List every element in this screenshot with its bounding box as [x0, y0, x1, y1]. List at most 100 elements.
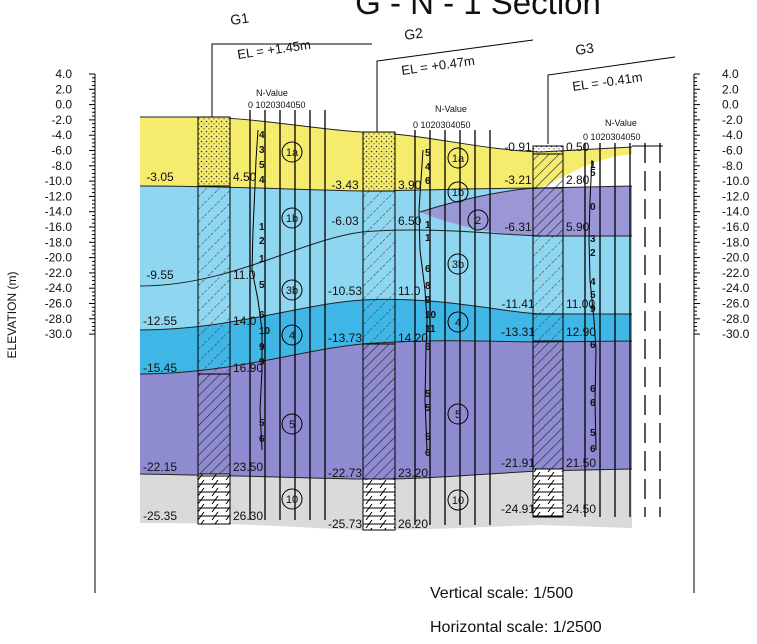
borehole-g1: G1 EL = +1.45m N-Value 0 1020304050	[197, 9, 372, 525]
layer-label-ring	[467, 209, 489, 231]
top-elevation-label: -15.45	[143, 361, 177, 375]
top-elevation-label: -10.53	[328, 284, 362, 298]
borehole-g2: G2 EL = +0.47m N-Value 0 1020304050	[362, 24, 534, 531]
nvalue-number: 5	[425, 432, 431, 443]
left-tick-label: -24.0	[45, 281, 73, 295]
right-tick-label: -2.0	[722, 113, 743, 127]
nvalue-number: 6	[425, 448, 431, 459]
nvalue-number: 0	[590, 202, 596, 213]
left-tick-label: -14.0	[45, 205, 73, 219]
g1-left-labels: -3.05-9.55-12.55-15.45-22.15-25.35	[143, 170, 177, 523]
vertical-scale-note: Vertical scale: 1/500	[430, 585, 573, 602]
layer-label-ring	[281, 413, 303, 435]
nvalue-number: 5	[259, 280, 265, 291]
nvalue-number: 1	[590, 160, 596, 171]
left-tick-label: -4.0	[51, 128, 72, 142]
nvalue-number: 5	[425, 148, 431, 159]
hatch-fill	[197, 185, 231, 375]
nvalue-number: 6	[590, 384, 596, 395]
nvalue-number: 9	[259, 342, 265, 353]
right-tick-label: -10.0	[722, 174, 750, 188]
left-tick-label: -22.0	[45, 266, 73, 280]
right-tick-label: 0.0	[722, 98, 739, 112]
left-tick-label: -2.0	[51, 113, 72, 127]
borehole-name: G2	[403, 24, 424, 42]
hatch-fill	[362, 131, 396, 192]
left-tick-label: 2.0	[55, 82, 72, 96]
nvalue-number: 2	[259, 236, 265, 247]
boundary-line	[139, 468, 633, 480]
depth-label: 0.50	[566, 140, 590, 154]
top-elevation-label: -25.35	[143, 509, 177, 523]
nvalue-number: 5	[425, 403, 431, 414]
nvalue-number: 4	[590, 277, 596, 288]
nvalue-header: N-Value	[605, 118, 637, 128]
nvalue-number: 4	[259, 175, 265, 186]
left-tick-label: -16.0	[45, 220, 73, 234]
nvalue-number: 5	[259, 418, 265, 429]
page-title: G - N - 1 Section	[355, 0, 601, 21]
nvalue-number: 5	[590, 168, 596, 179]
nvalue-curve-g1	[251, 129, 263, 451]
right-tick-label: -8.0	[722, 159, 743, 173]
right-tick-label: -12.0	[722, 189, 750, 203]
nvalue-curve-g2	[418, 149, 428, 451]
nvalue-number: 8	[425, 281, 431, 292]
depth-label: 16.90	[233, 361, 263, 375]
nvalue-number: 4	[425, 162, 431, 173]
layer-label: 3b	[452, 259, 464, 271]
left-tick-label: -28.0	[45, 312, 73, 326]
layer-label: 1a	[452, 153, 465, 165]
borehole-elevation: EL = +1.45m	[236, 37, 311, 62]
nvalue-curves	[251, 129, 597, 451]
hatch-fill	[362, 478, 396, 531]
right-tick-label: -14.0	[722, 205, 750, 219]
right-tick-label: -26.0	[722, 297, 750, 311]
nvalue-grid	[414, 130, 491, 525]
top-elevation-label: -22.15	[143, 460, 177, 474]
horizontal-scale-note: Horizontal scale: 1/2500	[430, 619, 602, 636]
depth-label: 26.30	[233, 509, 263, 523]
layer-label: 2	[475, 215, 481, 227]
layer-label-ring	[447, 181, 469, 203]
top-elevation-label: -6.31	[504, 220, 532, 234]
top-elevation-label: -3.43	[331, 178, 359, 192]
layer-label-ring	[281, 279, 303, 301]
nvalue-number: 9	[590, 304, 596, 315]
right-tick-label: -16.0	[722, 220, 750, 234]
left-tick-label: -18.0	[45, 235, 73, 249]
layer-label-ring	[281, 141, 303, 163]
right-tick-label: 4.0	[722, 67, 739, 81]
nvalue-grid	[249, 110, 326, 520]
top-elevation-label: -22.73	[328, 466, 362, 480]
right-tick-label: -20.0	[722, 251, 750, 265]
depth-label: 24.50	[566, 502, 596, 516]
nvalue-number: 10	[259, 326, 271, 337]
borehole-name: G1	[229, 9, 250, 27]
nvalue-number: 9	[425, 295, 431, 306]
layer-label-ring	[447, 311, 469, 333]
nvalue-ticks: 0 1020304050	[413, 120, 471, 130]
top-elevation-label: -9.55	[146, 268, 174, 282]
layer-label: 1b	[286, 213, 298, 225]
hatch-fill	[532, 145, 564, 155]
right-tick-label: -24.0	[722, 281, 750, 295]
nvalue-number: 6	[425, 342, 431, 353]
right-tick-label: -28.0	[722, 312, 750, 326]
nvalue-number: 5	[425, 389, 431, 400]
layer-label-ring	[447, 489, 469, 511]
layer-label-ring	[281, 207, 303, 229]
layer-label-ring	[447, 253, 469, 275]
top-elevation-label: -21.91	[501, 456, 535, 470]
layer-2-band	[420, 186, 632, 236]
nvalue-header: N-Value	[256, 88, 288, 98]
top-elevation-label: -3.05	[146, 170, 174, 184]
left-tick-label: -8.0	[51, 159, 72, 173]
right-tick-label: -18.0	[722, 235, 750, 249]
hatch-fill	[197, 473, 231, 525]
nvalue-number: 1	[259, 254, 265, 265]
layer-label: 4	[289, 330, 295, 342]
